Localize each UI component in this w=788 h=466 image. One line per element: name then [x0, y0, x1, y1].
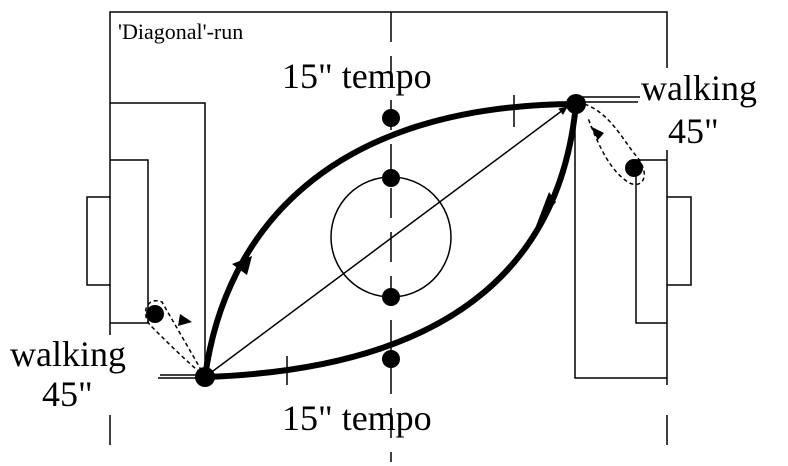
upper-run-path — [202, 101, 579, 380]
walking-right-arrow — [590, 126, 604, 140]
walking-arrows — [178, 126, 604, 326]
walking-right-label: walking — [641, 68, 757, 108]
walking-right-background — [640, 68, 786, 150]
diagonal-arrow — [204, 106, 568, 378]
right-goal-area — [635, 159, 667, 324]
dot-walk-right — [625, 159, 643, 177]
walking-left-loop — [144, 299, 206, 378]
dot-halfway-upper — [382, 169, 400, 187]
run-arrows — [232, 192, 556, 275]
right-penalty-box — [574, 96, 667, 379]
pitch-border-break-right — [661, 385, 673, 415]
right-goal — [667, 196, 692, 286]
upper-run-arrow — [232, 256, 252, 275]
dot-end-right — [566, 94, 586, 114]
run-paths — [202, 101, 579, 380]
title-background — [116, 16, 318, 44]
dot-halfway-bottom — [382, 350, 400, 368]
lower-run-arrow — [536, 192, 556, 226]
dot-walk-left — [146, 305, 164, 323]
walking-left-duration: 45" — [42, 374, 93, 414]
walking-right-duration: 45" — [668, 111, 719, 151]
bottom-tempo-label: 15" tempo — [282, 398, 432, 438]
walking-left-label: walking — [10, 334, 126, 374]
dot-start-left — [195, 367, 215, 387]
top-tempo-label: 15" tempo — [282, 56, 432, 96]
marker-dots — [146, 94, 643, 387]
left-goal-area — [110, 159, 149, 324]
walking-left-arrow — [178, 314, 192, 326]
dot-halfway-lower — [382, 288, 400, 306]
lower-run-path — [202, 101, 579, 380]
walking-right-loop — [577, 101, 645, 186]
pitch-lines — [86, 11, 692, 462]
dot-halfway-top — [382, 109, 400, 127]
walking-paths — [144, 101, 645, 378]
left-goal — [86, 196, 110, 286]
pitch-border — [109, 11, 668, 445]
diagram-title: 'Diagonal'-run — [118, 19, 243, 44]
walking-left-background — [8, 335, 158, 411]
